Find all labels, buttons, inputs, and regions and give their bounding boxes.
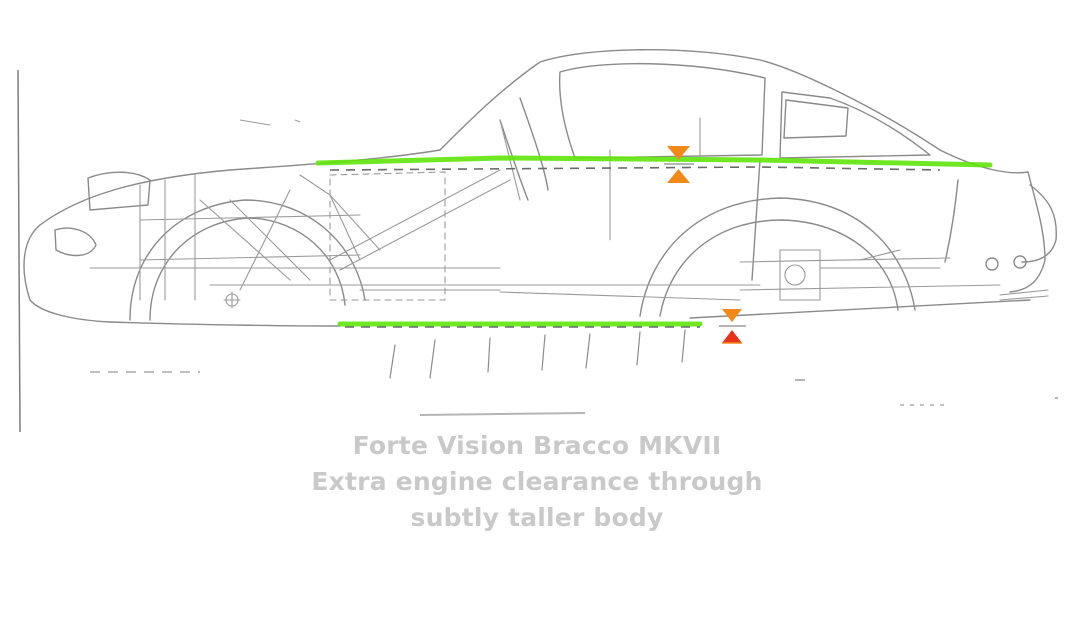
underbody-hatching [389,329,686,379]
caption-title: Forte Vision Bracco MKVII [352,431,722,460]
sheet-left-edge [17,69,21,433]
caption-subtitle-line1: Extra engine clearance through [311,467,763,496]
upper-clearance-marker-icon [664,146,694,183]
lower-clearance-marker-icon [719,309,746,344]
ground-and-scan-marks [90,119,1058,416]
car-body-outline [23,49,1057,327]
caption-subtitle-line2: subtly taller body [410,503,664,532]
raised-sill-highlight [337,321,703,328]
chassis-frame [89,117,1049,309]
raised-beltline-highlight [315,155,993,171]
